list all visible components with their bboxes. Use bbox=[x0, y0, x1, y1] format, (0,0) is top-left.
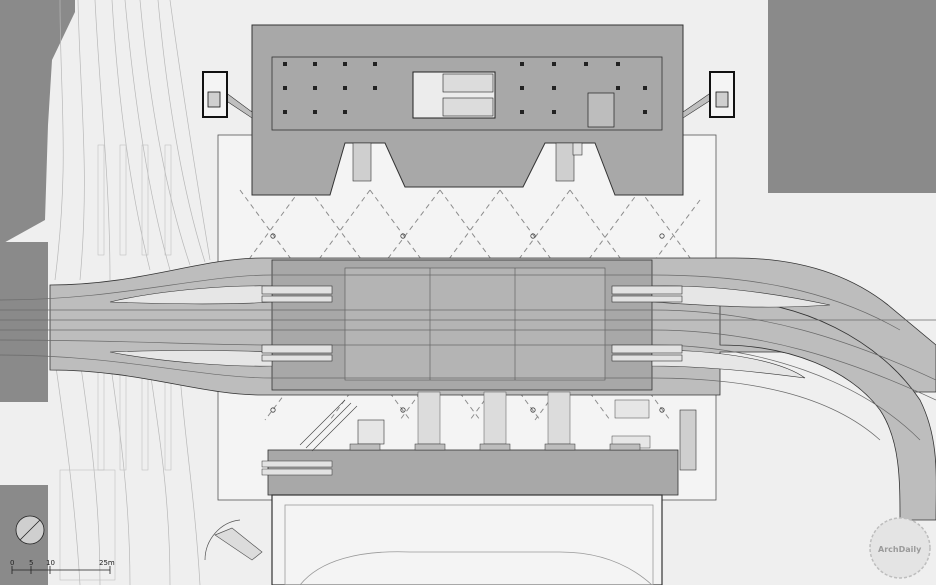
watermark-text: ArchDaily bbox=[878, 545, 922, 554]
scale-bar: 0 5 10 25m bbox=[10, 559, 115, 574]
stair-tower-right bbox=[709, 71, 735, 118]
lower-hall bbox=[261, 391, 697, 496]
scale-tick-25m: 25m bbox=[99, 559, 115, 567]
hall-columns bbox=[270, 233, 665, 413]
north-arrow-icon bbox=[15, 515, 45, 545]
right-building-block bbox=[768, 0, 936, 193]
stair-tower-left bbox=[202, 71, 228, 118]
bottom-base-building bbox=[271, 494, 663, 585]
watermark-seal: ArchDaily bbox=[869, 517, 931, 579]
upper-concourse-building bbox=[221, 24, 715, 196]
lower-left-stair bbox=[204, 519, 263, 561]
scale-tick-5: 5 bbox=[29, 559, 33, 567]
track-viaduct bbox=[0, 257, 936, 521]
left-track-field bbox=[54, 0, 211, 585]
left-building-upper bbox=[0, 0, 75, 245]
upper-columns bbox=[283, 62, 647, 114]
scale-tick-10: 10 bbox=[46, 559, 55, 567]
scale-tick-0: 0 bbox=[10, 559, 14, 567]
left-building-middle bbox=[0, 242, 48, 402]
